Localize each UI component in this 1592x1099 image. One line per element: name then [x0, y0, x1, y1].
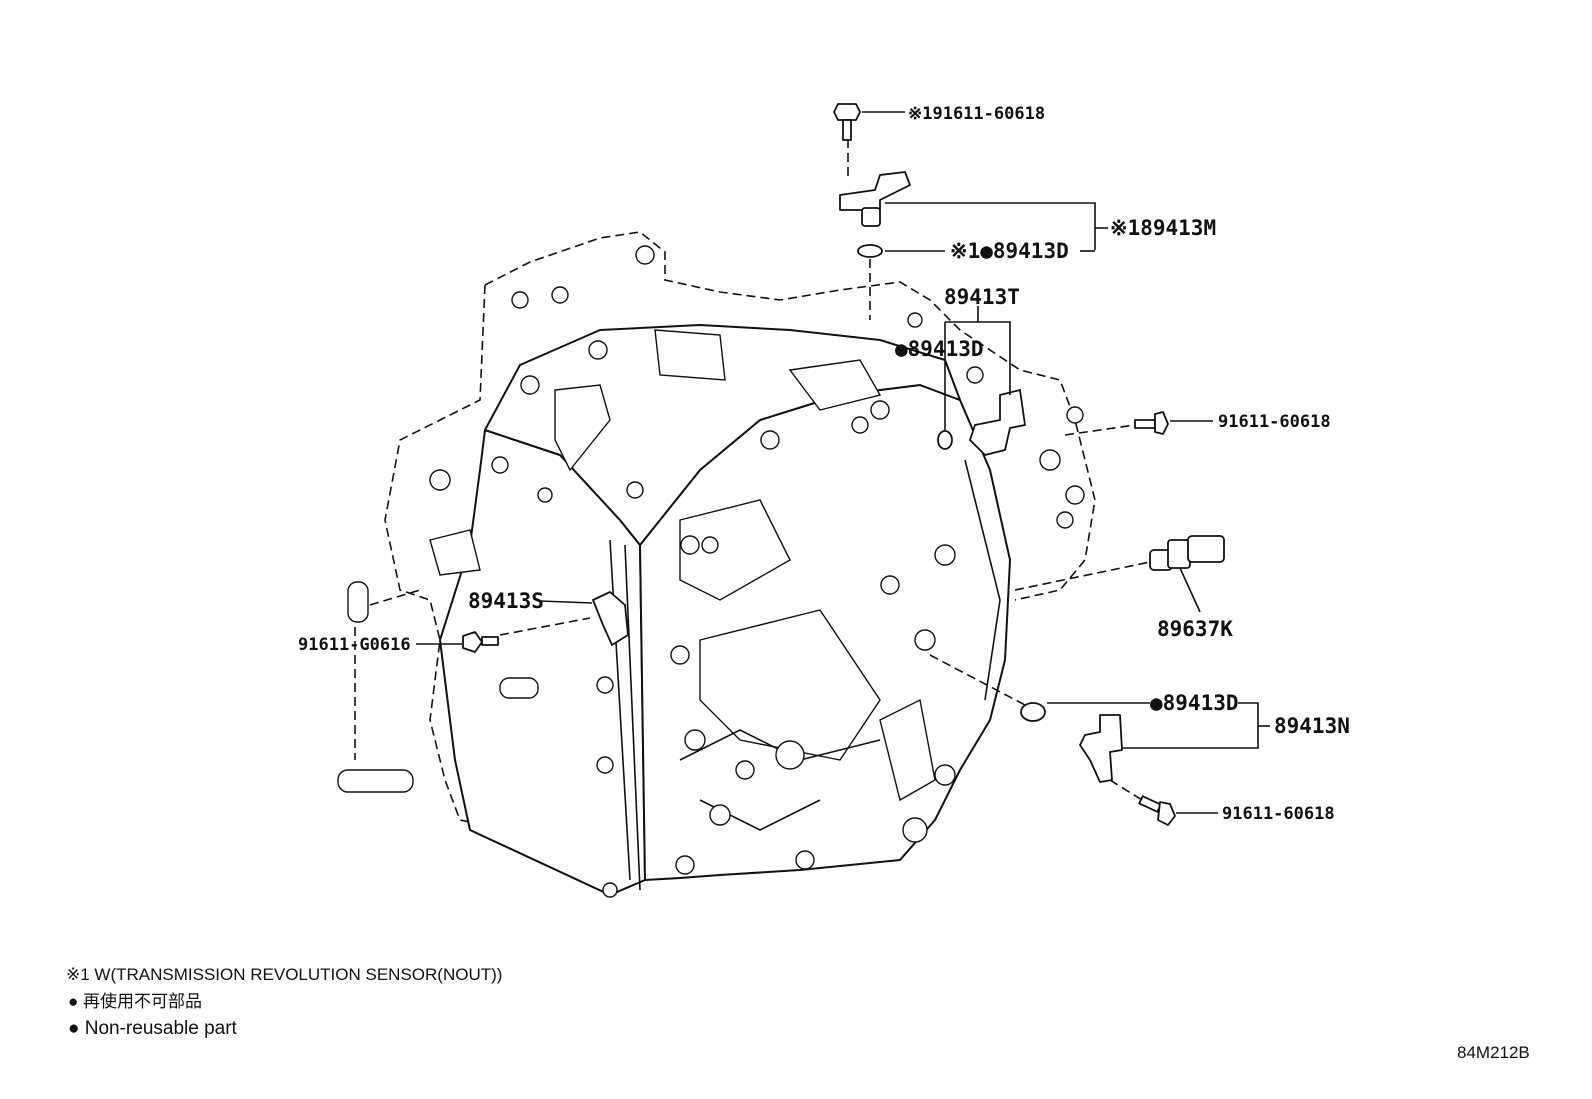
label-sensor-89637k: 89637K [1157, 617, 1233, 641]
label-sensor-89413t: 89413T [944, 285, 1020, 309]
diagram-code: 84M212B [1457, 1043, 1530, 1062]
label-bolt-right-upper: 91611-60618 [1218, 412, 1331, 432]
bolt-left-icon[interactable] [462, 631, 499, 653]
leader-lines [416, 111, 1270, 814]
transmission-assembly [337, 231, 1096, 898]
bolt-right-lower-icon[interactable] [1138, 795, 1176, 826]
bolt-icon[interactable] [833, 103, 861, 141]
legend-note-1: ※1 W(TRANSMISSION REVOLUTION SENSOR(NOUT… [66, 965, 502, 984]
sensor-89637k-icon[interactable] [1014, 535, 1225, 591]
legend-note-en: ● Non-reusable part [68, 1018, 238, 1039]
sensor-89413t-group [937, 389, 1169, 456]
label-oring-n: ●89413D [1150, 691, 1239, 715]
sensor-89413m-icon[interactable] [839, 171, 911, 227]
sensor-89413n-group [929, 654, 1176, 826]
bolt-right-upper-icon[interactable] [1134, 411, 1169, 435]
label-oring-t: ●89413D [895, 337, 984, 361]
label-bolt-left: 91611-G0616 [298, 635, 411, 655]
label-oring-top: ※1●89413D [950, 239, 1069, 263]
oring-n-icon[interactable] [1020, 702, 1046, 722]
label-bolt-right-lower: 91611-60618 [1222, 804, 1335, 824]
sensor-89413s-icon[interactable] [592, 591, 629, 646]
sensor-89413s-group [462, 591, 629, 653]
label-sensor-89413n: 89413N [1274, 714, 1350, 738]
sensor-89413m-group [833, 103, 911, 320]
label-sensor-89413s: 89413S [468, 589, 544, 613]
oring-top-icon[interactable] [857, 244, 883, 258]
label-sensor-89413m: ※189413M [1110, 216, 1216, 240]
sensor-89413n-icon[interactable] [1079, 714, 1123, 783]
sensor-89413t-icon[interactable] [969, 389, 1026, 456]
label-bolt-top: ※191611-60618 [908, 104, 1045, 124]
oring-t-icon[interactable] [937, 430, 953, 450]
legend-note-jp: ● 再使用不可部品 [68, 991, 202, 1011]
